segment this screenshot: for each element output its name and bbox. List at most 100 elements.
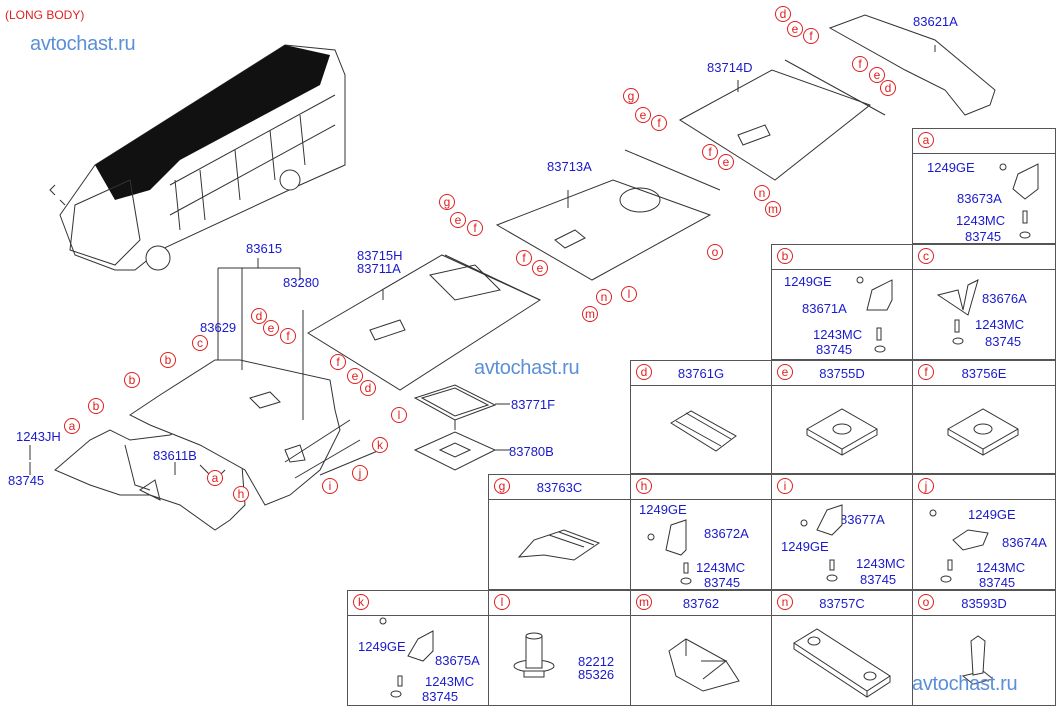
callout-g: g: [494, 478, 510, 494]
label-83715H: 83715H: [357, 248, 403, 263]
callout-d[interactable]: d: [775, 6, 791, 22]
callout-f[interactable]: f: [702, 144, 718, 160]
callout-h[interactable]: h: [233, 486, 249, 502]
callout-d[interactable]: d: [251, 308, 267, 324]
callout-e[interactable]: e: [450, 212, 466, 228]
callout-f[interactable]: f: [803, 28, 819, 44]
bracket-icon: [647, 519, 692, 585]
callout-m: m: [636, 594, 652, 610]
part-label: 83745: [860, 572, 897, 587]
part-title: 83756E: [961, 366, 1007, 381]
callout-f: f: [918, 364, 934, 380]
leader-lines: [29, 45, 936, 475]
callout-f[interactable]: f: [280, 328, 296, 344]
label-83745: 83745: [8, 473, 45, 488]
callout-b[interactable]: b: [88, 398, 104, 414]
callout-b[interactable]: b: [124, 372, 140, 388]
callout-m[interactable]: m: [582, 306, 598, 322]
watermark-bottom-right: avtochast.ru: [912, 673, 1018, 695]
callout-e: e: [777, 364, 793, 380]
callout-k: k: [353, 594, 369, 610]
callout-l: l: [494, 594, 510, 610]
bus-illustration: [49, 44, 346, 271]
part-title: 83757C: [819, 596, 865, 611]
callout-a[interactable]: a: [207, 470, 223, 486]
callout-o[interactable]: o: [707, 244, 723, 260]
part-label: 83671A: [802, 301, 847, 316]
callout-c[interactable]: c: [192, 335, 208, 351]
callout-f[interactable]: f: [516, 250, 532, 266]
roof-panel-83713A: [495, 149, 721, 281]
part-label: 1243MC: [975, 317, 1025, 332]
callout-m[interactable]: m: [765, 201, 781, 217]
part-label: 83745: [985, 334, 1022, 349]
label-83629: 83629: [200, 320, 237, 335]
bracket-icon: [379, 617, 434, 698]
bracket-icon: [936, 279, 979, 345]
legend-cell-l: l 82212 85326: [488, 590, 631, 706]
fastener-icon: [961, 635, 995, 685]
label-83621A: 83621A: [913, 14, 958, 29]
plate-icon: [793, 628, 891, 698]
part-label: 83674A: [1002, 535, 1047, 550]
part-label: 83745: [965, 229, 1002, 244]
callout-j: j: [918, 478, 934, 494]
callout-f[interactable]: f: [651, 115, 667, 131]
part-label: 1249GE: [968, 507, 1016, 522]
callout-a[interactable]: a: [64, 418, 80, 434]
callout-e[interactable]: e: [635, 107, 651, 123]
callout-c: c: [918, 248, 934, 264]
callout-o: o: [918, 594, 934, 610]
part-label: 1243MC: [976, 560, 1026, 575]
callout-j[interactable]: j: [352, 465, 368, 481]
part-label: 1243MC: [696, 560, 746, 575]
part-label: 85326: [578, 667, 615, 682]
legend-cell-j: j 1249GE 83674A 1243MC 83745: [912, 474, 1056, 590]
callout-e[interactable]: e: [347, 368, 363, 384]
legend-cell-c: c 83676A 1243MC 83745: [912, 244, 1056, 360]
part-label: 1243MC: [856, 556, 906, 571]
roof-panel-83714D: [679, 59, 886, 181]
label-83611B: 83611B: [153, 448, 197, 463]
callout-i[interactable]: i: [322, 478, 338, 494]
part-label: 83676A: [982, 291, 1027, 306]
callout-f[interactable]: f: [330, 354, 346, 370]
callout-d[interactable]: d: [880, 80, 896, 96]
callout-f[interactable]: f: [852, 56, 868, 72]
part-label: 83745: [704, 575, 741, 590]
part-label: 1243MC: [425, 674, 475, 689]
part-label: 83673A: [957, 191, 1002, 206]
callout-g[interactable]: g: [623, 88, 639, 104]
callout-n[interactable]: n: [596, 289, 612, 305]
clip-icon: [670, 410, 737, 452]
part-label: 1249GE: [784, 274, 832, 289]
bracket-icon: [929, 509, 989, 583]
callout-b: b: [777, 248, 793, 264]
legend-cell-f: f 83756E: [912, 360, 1056, 474]
part-label: 83675A: [435, 653, 480, 668]
rear-cap-83621A: [828, 14, 996, 116]
watermark-center: avtochast.ru: [474, 357, 580, 379]
callout-e[interactable]: e: [263, 320, 279, 336]
legend-cell-i: i 83677A 1249GE 1243MC 83745: [771, 474, 913, 590]
callout-e[interactable]: e: [869, 67, 885, 83]
callout-l[interactable]: l: [391, 407, 407, 423]
callout-g[interactable]: g: [439, 194, 455, 210]
callout-e[interactable]: e: [718, 154, 734, 170]
callout-e[interactable]: e: [787, 21, 803, 37]
callout-e[interactable]: e: [532, 260, 548, 276]
legend-cell-k: k 1249GE 83675A 1243MC 83745: [347, 590, 489, 706]
callout-l[interactable]: l: [621, 286, 637, 302]
callout-n[interactable]: n: [754, 185, 770, 201]
callout-f[interactable]: f: [467, 220, 483, 236]
label-83771F: 83771F: [511, 397, 556, 412]
watermark-top-left: avtochast.ru: [30, 33, 136, 55]
label-83615: 83615: [246, 241, 283, 256]
callout-b[interactable]: b: [160, 352, 176, 368]
callout-k[interactable]: k: [372, 437, 388, 453]
callout-d[interactable]: d: [360, 380, 376, 396]
